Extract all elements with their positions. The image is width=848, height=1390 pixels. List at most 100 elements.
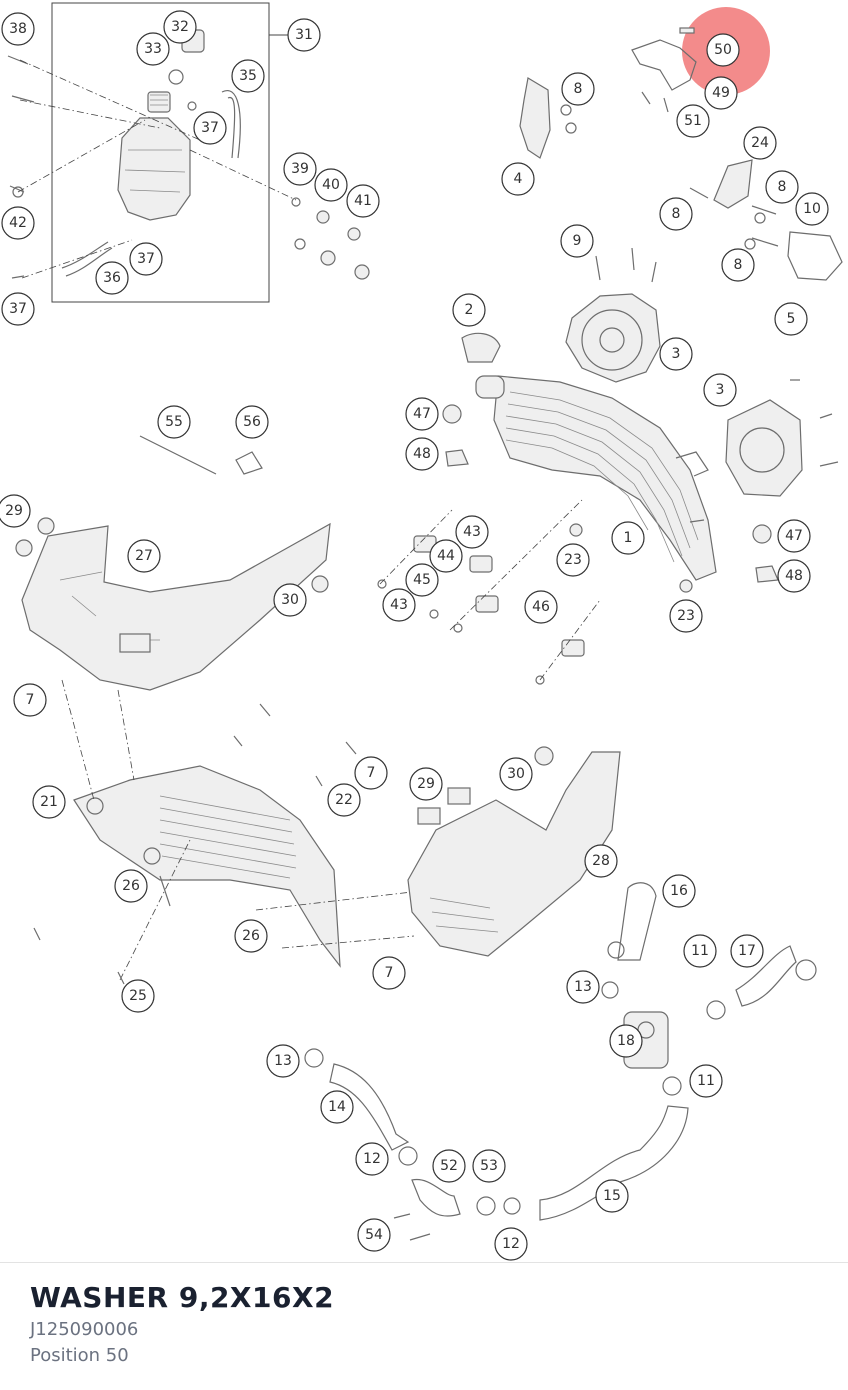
callout-11[interactable]: 11: [683, 934, 717, 968]
callout-35[interactable]: 35: [231, 59, 265, 93]
callout-44[interactable]: 44: [429, 539, 463, 573]
callout-12[interactable]: 12: [355, 1142, 389, 1176]
callout-53[interactable]: 53: [472, 1149, 506, 1183]
callout-48[interactable]: 48: [405, 437, 439, 471]
cable-tie: [139, 435, 263, 475]
part-number: J125090006: [30, 1319, 139, 1340]
callout-28[interactable]: 28: [584, 844, 618, 878]
callout-number: 51: [684, 113, 702, 129]
callout-number: 37: [137, 251, 155, 267]
callout-8[interactable]: 8: [561, 72, 595, 106]
callout-number: 52: [440, 1158, 458, 1174]
fan-upper: [565, 247, 661, 383]
callout-29[interactable]: 29: [0, 494, 31, 528]
callout-number: 43: [463, 524, 481, 540]
callout-31[interactable]: 31: [287, 18, 321, 52]
callout-15[interactable]: 15: [595, 1179, 629, 1213]
callout-number: 39: [291, 161, 309, 177]
callout-number: 43: [390, 597, 408, 613]
callout-12[interactable]: 12: [494, 1227, 528, 1261]
callout-33[interactable]: 33: [136, 32, 170, 66]
callout-14[interactable]: 14: [320, 1090, 354, 1124]
callout-17[interactable]: 17: [730, 934, 764, 968]
callout-45[interactable]: 45: [405, 563, 439, 597]
callout-number: 3: [672, 346, 681, 362]
fan-bracket-group: [689, 159, 843, 281]
callout-number: 47: [413, 406, 431, 422]
callout-11[interactable]: 11: [689, 1064, 723, 1098]
callout-number: 40: [322, 177, 340, 193]
callout-number: 16: [670, 883, 688, 899]
callout-43[interactable]: 43: [455, 515, 489, 549]
callout-48[interactable]: 48: [777, 559, 811, 593]
callout-50[interactable]: 50: [706, 33, 740, 67]
callout-8[interactable]: 8: [721, 248, 755, 282]
callout-47[interactable]: 47: [405, 397, 439, 431]
callout-27[interactable]: 27: [127, 539, 161, 573]
callout-9[interactable]: 9: [560, 224, 594, 258]
callout-56[interactable]: 56: [235, 405, 269, 439]
callout-49[interactable]: 49: [704, 76, 738, 110]
callout-32[interactable]: 32: [163, 10, 197, 44]
callout-7[interactable]: 7: [372, 956, 406, 990]
callout-number: 1: [624, 530, 633, 546]
callout-number: 41: [354, 193, 372, 209]
callout-8[interactable]: 8: [765, 170, 799, 204]
callout-52[interactable]: 52: [432, 1149, 466, 1183]
callout-7[interactable]: 7: [13, 683, 47, 717]
callout-3[interactable]: 3: [703, 373, 737, 407]
callout-8[interactable]: 8: [659, 197, 693, 231]
callout-number: 26: [242, 928, 260, 944]
callout-13[interactable]: 13: [566, 970, 600, 1004]
callout-23[interactable]: 23: [669, 599, 703, 633]
callout-3[interactable]: 3: [659, 337, 693, 371]
callout-38[interactable]: 38: [1, 12, 35, 46]
callout-51[interactable]: 51: [676, 104, 710, 138]
callout-13[interactable]: 13: [266, 1044, 300, 1078]
callout-25[interactable]: 25: [121, 979, 155, 1013]
callout-4[interactable]: 4: [501, 162, 535, 196]
callout-18[interactable]: 18: [609, 1024, 643, 1058]
callout-26[interactable]: 26: [114, 869, 148, 903]
callout-47[interactable]: 47: [777, 519, 811, 553]
callout-21[interactable]: 21: [32, 785, 66, 819]
callout-number: 12: [363, 1151, 381, 1167]
callout-number: 17: [738, 943, 756, 959]
valve-group: [377, 499, 601, 685]
callout-2[interactable]: 2: [452, 293, 486, 327]
callout-41[interactable]: 41: [346, 184, 380, 218]
callout-37[interactable]: 37: [129, 242, 163, 276]
callout-16[interactable]: 16: [662, 874, 696, 908]
callout-number: 10: [803, 201, 821, 217]
callout-10[interactable]: 10: [795, 192, 829, 226]
callout-46[interactable]: 46: [524, 590, 558, 624]
callout-22[interactable]: 22: [327, 783, 361, 817]
callout-36[interactable]: 36: [95, 261, 129, 295]
callout-5[interactable]: 5: [774, 302, 808, 336]
callout-37[interactable]: 37: [193, 111, 227, 145]
callout-number: 28: [592, 853, 610, 869]
callout-26[interactable]: 26: [234, 919, 268, 953]
callout-number: 9: [573, 233, 582, 249]
callout-55[interactable]: 55: [157, 405, 191, 439]
callout-number: 56: [243, 414, 261, 430]
callout-number: 37: [9, 301, 27, 317]
callout-39[interactable]: 39: [283, 152, 317, 186]
callout-30[interactable]: 30: [499, 757, 533, 791]
callout-37[interactable]: 37: [1, 292, 35, 326]
callout-1[interactable]: 1: [611, 521, 645, 555]
callout-number: 3: [716, 382, 725, 398]
callout-7[interactable]: 7: [354, 756, 388, 790]
callout-43[interactable]: 43: [382, 588, 416, 622]
callout-number: 32: [171, 19, 189, 35]
callout-23[interactable]: 23: [556, 543, 590, 577]
callout-54[interactable]: 54: [357, 1218, 391, 1252]
callout-29[interactable]: 29: [409, 767, 443, 801]
callout-number: 8: [734, 257, 743, 273]
callout-40[interactable]: 40: [314, 168, 348, 202]
callout-number: 21: [40, 794, 58, 810]
callout-24[interactable]: 24: [743, 126, 777, 160]
callout-42[interactable]: 42: [1, 206, 35, 240]
part-position: Position 50: [30, 1345, 129, 1366]
callout-30[interactable]: 30: [273, 583, 307, 617]
